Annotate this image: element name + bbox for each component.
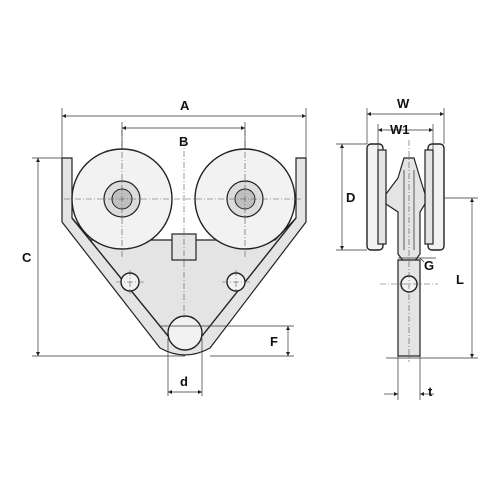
label-d: d <box>180 374 188 389</box>
label-L: L <box>456 272 464 287</box>
label-W1: W1 <box>390 122 410 137</box>
label-t: t <box>428 384 433 399</box>
front-view: A B C F d <box>22 98 307 396</box>
suspension-hole <box>167 315 203 351</box>
label-W: W <box>397 96 410 111</box>
side-body <box>385 157 426 263</box>
side-view: W W1 D G L t <box>336 96 478 400</box>
label-D: D <box>346 190 355 205</box>
label-A: A <box>180 98 190 113</box>
label-F: F <box>270 334 278 349</box>
side-left-wheel-flange <box>377 149 387 245</box>
label-G: G <box>424 258 434 273</box>
label-C: C <box>22 250 32 265</box>
label-B: B <box>179 134 188 149</box>
side-right-wheel-flange <box>424 149 434 245</box>
